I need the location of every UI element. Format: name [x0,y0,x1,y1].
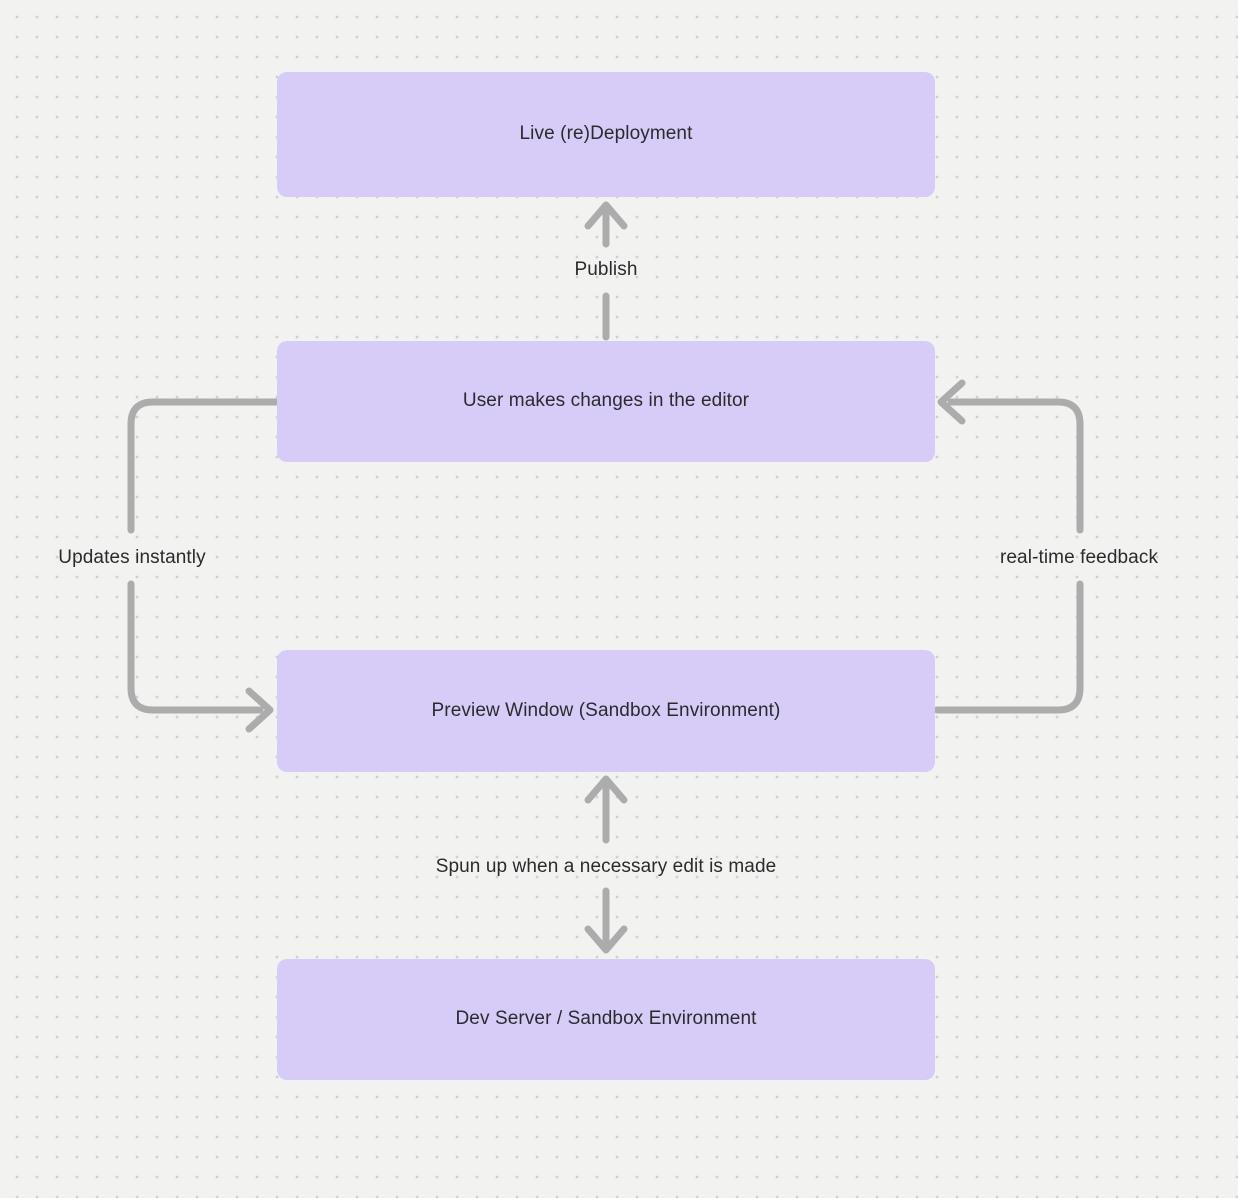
node-label: Dev Server / Sandbox Environment [455,1008,757,1030]
node-editor-changes: User makes changes in the editor [277,341,935,462]
node-label: Live (re)Deployment [519,123,693,145]
edge-label-realtime-feedback: real-time feedback [999,547,1159,568]
node-dev-server: Dev Server / Sandbox Environment [277,959,935,1080]
arrowhead-up-icon [584,201,628,230]
arrowhead-right-icon [245,687,274,733]
node-live-deployment: Live (re)Deployment [277,72,935,197]
arrowhead-left-icon [937,379,966,425]
arrowhead-down-icon [584,925,628,954]
edge-label-spun-up: Spun up when a necessary edit is made [435,856,777,877]
node-label: Preview Window (Sandbox Environment) [431,699,781,721]
edge-label-publish: Publish [574,259,638,280]
node-label: User makes changes in the editor [462,390,750,412]
arrowhead-up-icon [584,775,628,804]
edge-label-updates-instantly: Updates instantly [58,547,206,568]
node-preview-window: Preview Window (Sandbox Environment) [277,650,935,772]
